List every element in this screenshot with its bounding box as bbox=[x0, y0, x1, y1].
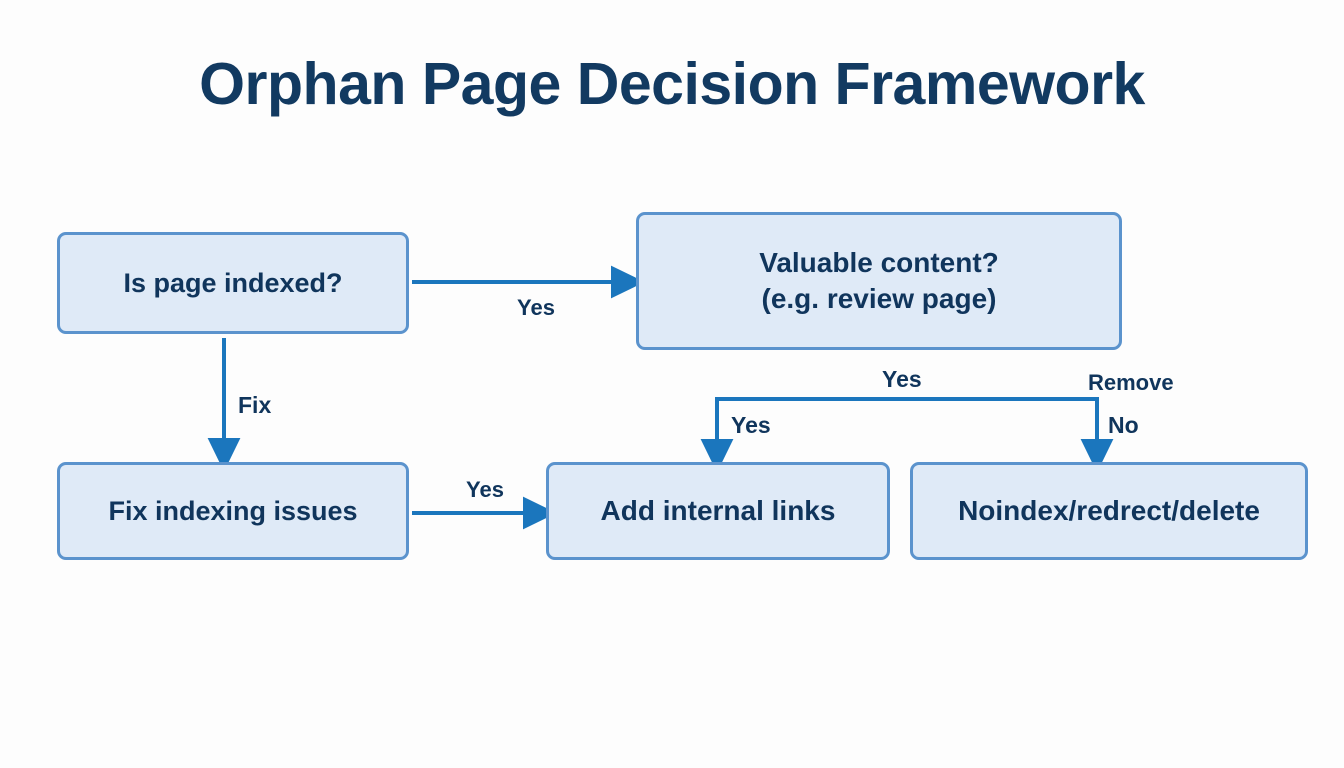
edge-label-yes-down: Yes bbox=[731, 412, 771, 438]
node-label: Noindex/redrect/delete bbox=[958, 495, 1260, 527]
node-label: Is page indexed? bbox=[123, 267, 343, 298]
node-label: Add internal links bbox=[600, 495, 836, 527]
edge-label-fix: Fix bbox=[238, 392, 272, 418]
edge-label-yes-bridge: Yes bbox=[882, 366, 922, 392]
node-is-page-indexed[interactable]: Is page indexed? bbox=[57, 232, 409, 334]
node-label-wrap: Valuable content? (e.g. review page) bbox=[759, 245, 999, 317]
node-label-line1: Valuable content? bbox=[759, 247, 999, 279]
node-noindex-redirect-delete[interactable]: Noindex/redrect/delete bbox=[910, 462, 1308, 560]
edge-label-no-down: No bbox=[1108, 412, 1139, 438]
node-label-line2: (e.g. review page) bbox=[761, 283, 997, 314]
node-valuable-content[interactable]: Valuable content? (e.g. review page) bbox=[636, 212, 1122, 350]
edge-label-yes-bottom: Yes bbox=[466, 477, 504, 502]
page-title: Orphan Page Decision Framework bbox=[199, 51, 1145, 117]
edge-bridge bbox=[715, 397, 1099, 441]
node-add-internal-links[interactable]: Add internal links bbox=[546, 462, 890, 560]
node-label: Fix indexing issues bbox=[108, 495, 358, 526]
edge-label-remove: Remove bbox=[1088, 370, 1174, 395]
node-fix-indexing-issues[interactable]: Fix indexing issues bbox=[57, 462, 409, 560]
edge-label-yes-top: Yes bbox=[517, 295, 555, 320]
